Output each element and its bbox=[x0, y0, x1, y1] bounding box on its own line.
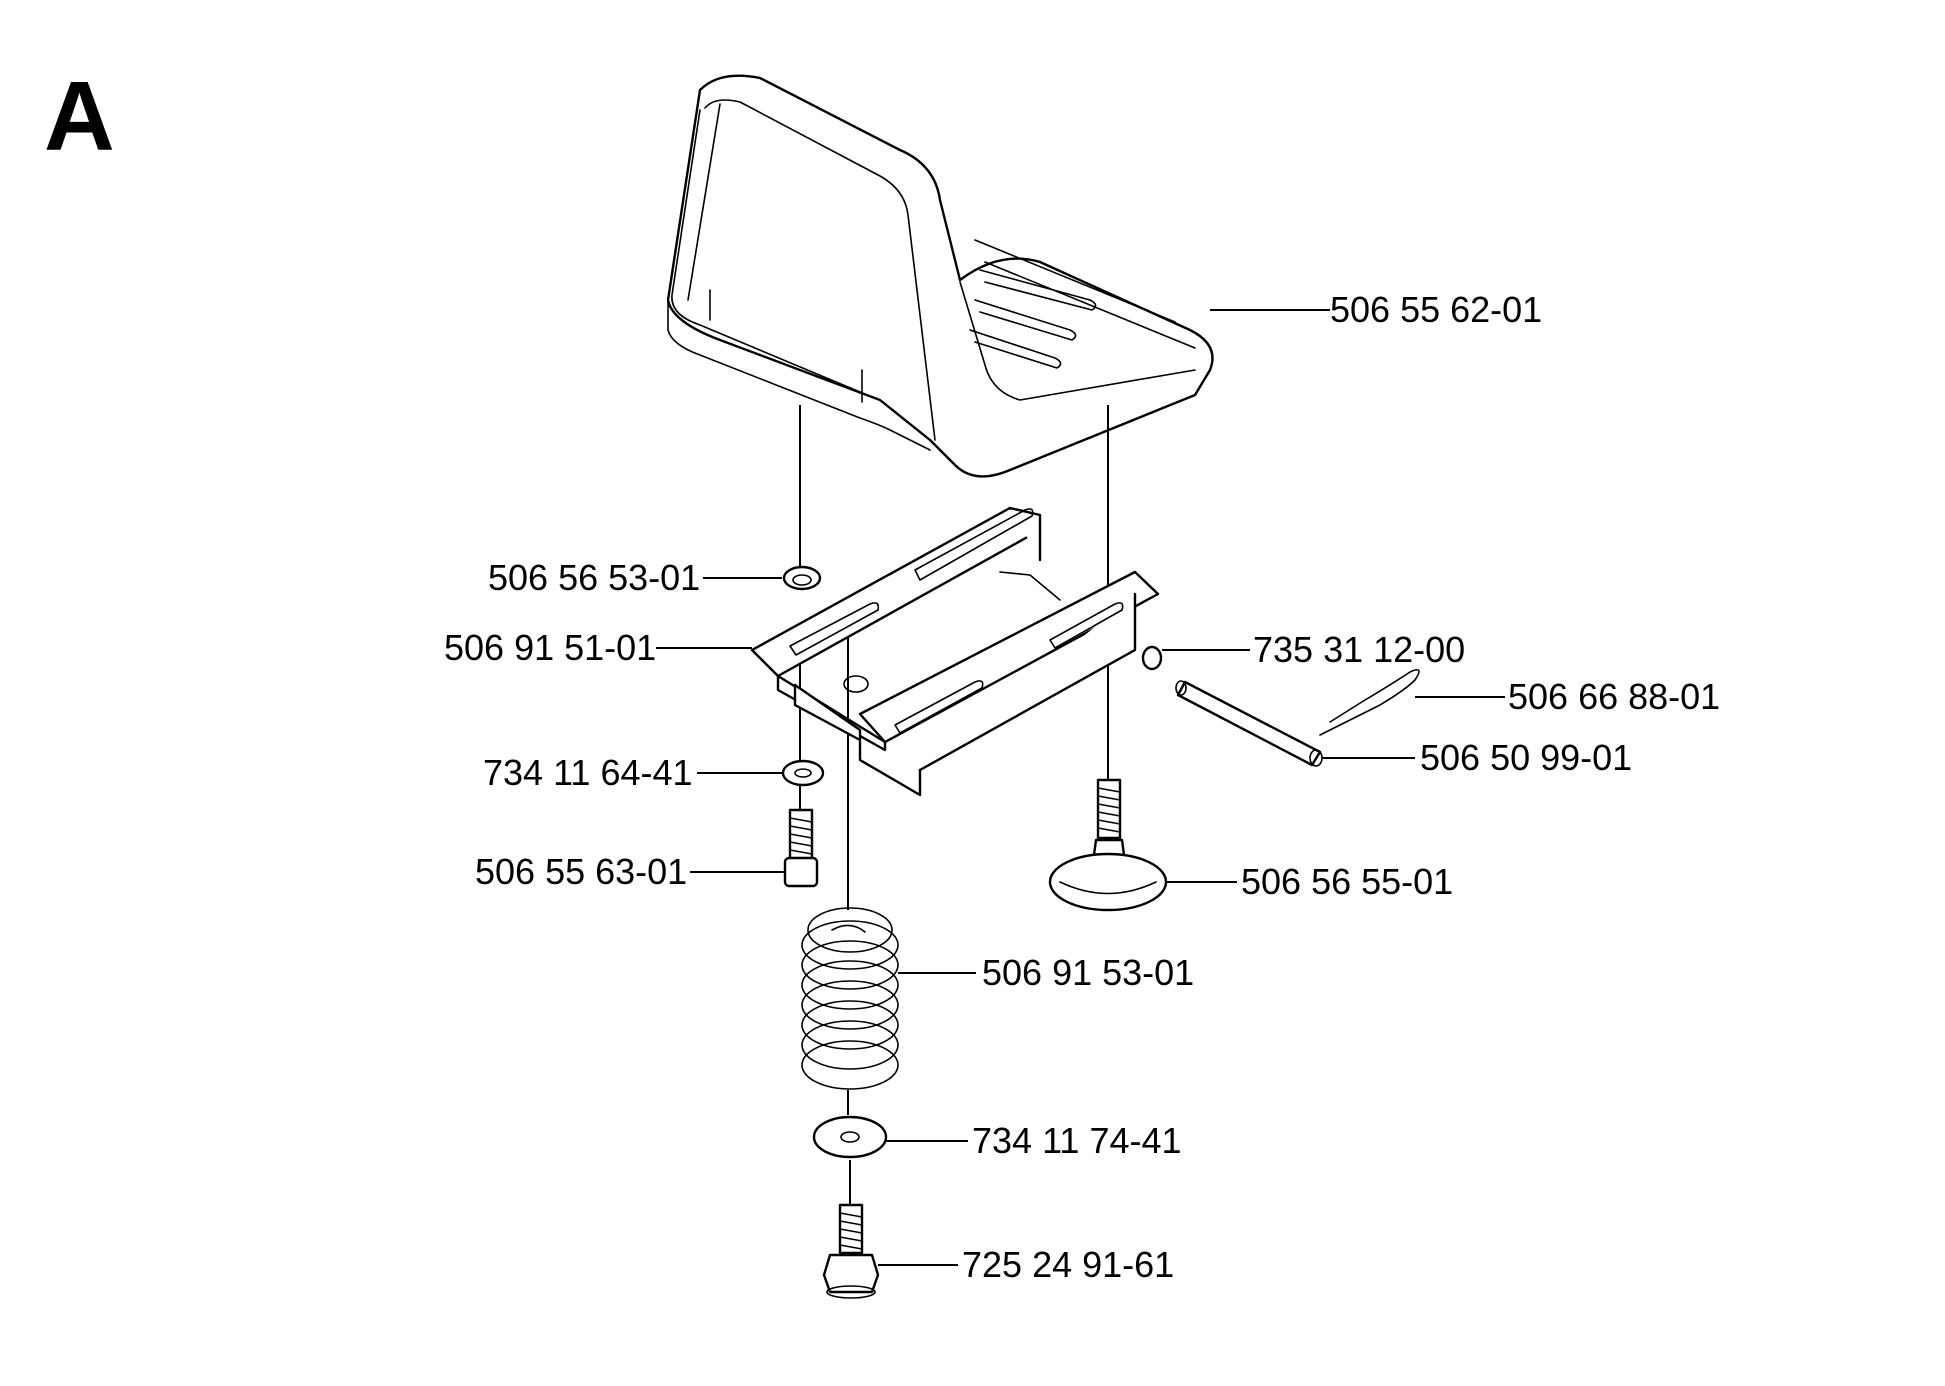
flange-bolt-part[interactable] bbox=[822, 1203, 880, 1299]
part-number-ring-clip: 735 31 12-00 bbox=[1253, 629, 1465, 670]
knob-part[interactable] bbox=[1048, 778, 1168, 912]
section-letter: A bbox=[44, 61, 115, 171]
seat-part[interactable] bbox=[666, 74, 1214, 478]
part-number-hair-pin: 506 66 88-01 bbox=[1508, 676, 1720, 717]
part-number-seat: 506 55 62-01 bbox=[1330, 289, 1542, 330]
bolt-small-part[interactable] bbox=[783, 808, 819, 888]
washer-large-part[interactable] bbox=[812, 1115, 888, 1159]
bracket-part[interactable] bbox=[750, 506, 1160, 797]
washer-small-part[interactable] bbox=[781, 759, 825, 787]
ring-clip-part[interactable] bbox=[1141, 645, 1163, 671]
part-number-washer-large: 734 11 74-41 bbox=[972, 1120, 1182, 1161]
part-number-spring: 506 91 53-01 bbox=[982, 952, 1194, 993]
pin-part[interactable] bbox=[1175, 680, 1323, 767]
nut-top-part[interactable] bbox=[782, 565, 822, 591]
part-number-knob: 506 56 55-01 bbox=[1241, 861, 1453, 902]
spring-part[interactable] bbox=[801, 907, 899, 1090]
part-number-bracket: 506 91 51-01 bbox=[444, 627, 656, 668]
part-number-flange-bolt: 725 24 91-61 bbox=[962, 1244, 1174, 1285]
part-number-pin: 506 50 99-01 bbox=[1420, 737, 1632, 778]
part-number-nut-top: 506 56 53-01 bbox=[488, 557, 700, 598]
hair-pin-part[interactable] bbox=[1319, 669, 1420, 736]
part-number-washer-small: 734 11 64-41 bbox=[483, 752, 693, 793]
part-number-bolt-small: 506 55 63-01 bbox=[475, 851, 687, 892]
